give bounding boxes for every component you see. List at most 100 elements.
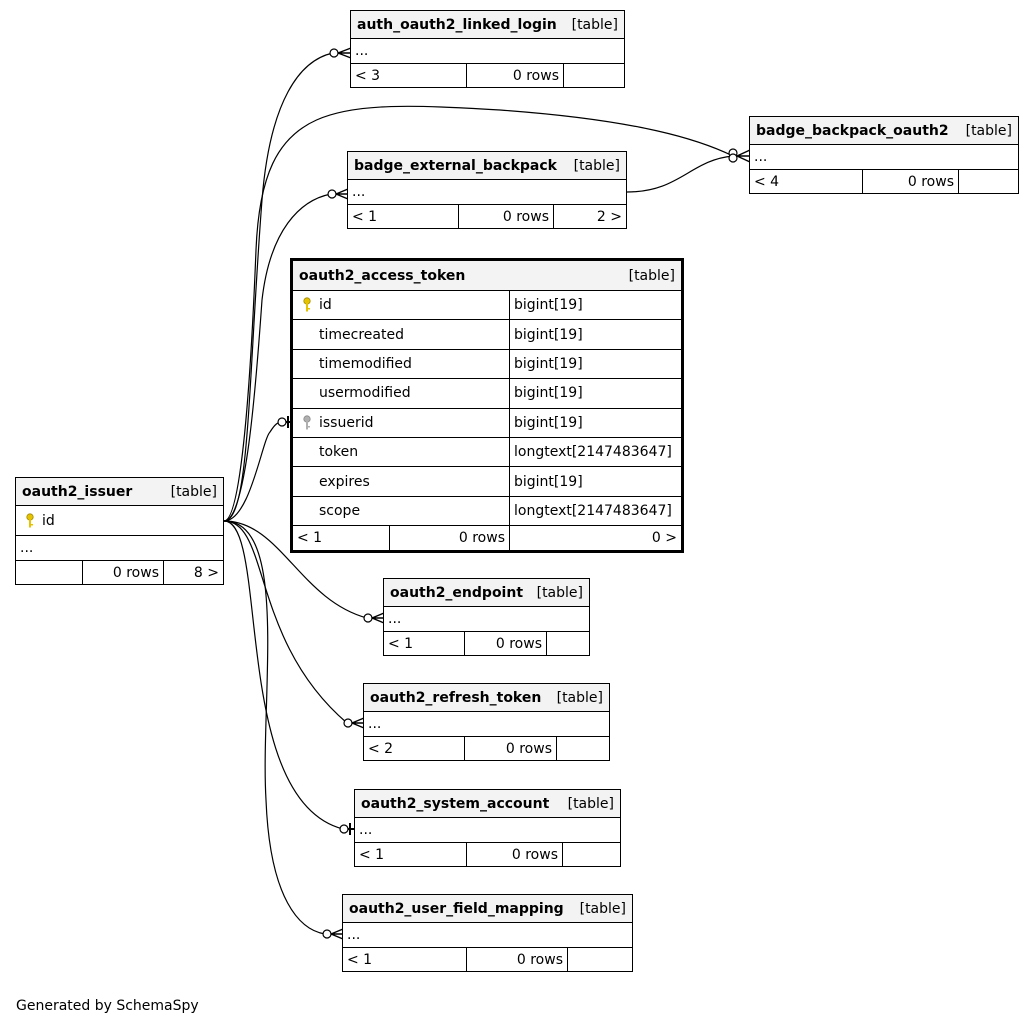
table-header: oauth2_refresh_token [table] bbox=[364, 684, 609, 712]
column-name-cell: timecreated bbox=[293, 320, 510, 349]
parents-count[interactable]: < 1 bbox=[293, 526, 390, 551]
column-name-cell: scope bbox=[293, 496, 510, 526]
optional-circle-access-token bbox=[277, 417, 287, 427]
row-count: 0 rows bbox=[459, 205, 554, 228]
table-kind: [table] bbox=[965, 122, 1012, 139]
edge-issuer-access-token bbox=[223, 421, 283, 522]
one-bar-system-account bbox=[348, 823, 355, 835]
table-oauth2-access-token[interactable]: oauth2_access_token [table] id bigint[19]… bbox=[290, 258, 684, 554]
foreign-key-icon bbox=[299, 415, 315, 431]
ellipsis-row: ... bbox=[355, 818, 620, 843]
column-row-id[interactable]: id bigint[19] bbox=[293, 291, 681, 321]
column-name-cell: timemodified bbox=[293, 349, 510, 379]
column-name-cell: token bbox=[293, 437, 510, 467]
row-count: 0 rows bbox=[465, 737, 557, 760]
table-name[interactable]: oauth2_refresh_token bbox=[370, 689, 542, 706]
table-kind: [table] bbox=[170, 483, 217, 500]
column-name: usermodified bbox=[319, 385, 411, 402]
children-count[interactable] bbox=[959, 170, 1018, 193]
column-row-issuerid[interactable]: issuerid bigint[19] bbox=[293, 408, 681, 438]
table-kind: [table] bbox=[536, 584, 583, 601]
crowfoot-external-backpack bbox=[335, 188, 349, 200]
parents-count[interactable]: < 1 bbox=[355, 843, 467, 866]
row-count: 0 rows bbox=[467, 64, 564, 87]
column-name: expires bbox=[319, 473, 370, 490]
column-name-cell: expires bbox=[293, 467, 510, 496]
pk-row[interactable]: id bbox=[16, 506, 223, 536]
column-name-cell: usermodified bbox=[293, 379, 510, 408]
table-footer: < 1 0 rows bbox=[355, 843, 620, 866]
crowfoot-refresh-token bbox=[351, 717, 365, 729]
column-name-cell: id bbox=[293, 291, 510, 320]
column-type: longtext[2147483647] bbox=[514, 502, 672, 519]
crowfoot-endpoint bbox=[371, 612, 385, 624]
parents-count[interactable]: < 1 bbox=[348, 205, 459, 228]
children-count[interactable] bbox=[557, 737, 609, 760]
crowfoot-linked-login bbox=[337, 47, 352, 59]
children-count[interactable] bbox=[547, 632, 589, 655]
column-name: token bbox=[319, 444, 359, 461]
table-name[interactable]: oauth2_issuer bbox=[22, 483, 133, 500]
table-header: badge_external_backpack [table] bbox=[348, 152, 626, 180]
edge-issuer-field-mapping bbox=[223, 520, 326, 935]
column-name: id bbox=[319, 297, 332, 314]
table-oauth2-system-account[interactable]: oauth2_system_account [table] ... < 1 0 … bbox=[354, 789, 621, 867]
ellipsis-row: ... bbox=[750, 145, 1018, 170]
table-auth-oauth2-linked-login[interactable]: auth_oauth2_linked_login [table] ... < 3… bbox=[350, 10, 625, 88]
table-name[interactable]: oauth2_access_token bbox=[299, 267, 466, 284]
table-footer: < 4 0 rows bbox=[750, 170, 1018, 193]
row-count: 0 rows bbox=[465, 632, 547, 655]
children-count[interactable]: 2 > bbox=[596, 208, 622, 225]
table-header: oauth2_access_token [table] bbox=[293, 261, 681, 291]
table-oauth2-issuer[interactable]: oauth2_issuer [table] id ... 0 rows 8 > bbox=[15, 477, 224, 585]
row-count: 0 rows bbox=[467, 948, 568, 971]
children-count[interactable] bbox=[564, 64, 624, 87]
children-count[interactable]: 0 > bbox=[651, 530, 677, 547]
table-oauth2-user-field-mapping[interactable]: oauth2_user_field_mapping [table] ... < … bbox=[342, 894, 633, 972]
column-name: timemodified bbox=[319, 355, 412, 372]
table-name[interactable]: auth_oauth2_linked_login bbox=[357, 16, 557, 33]
children-count[interactable]: 8 > bbox=[193, 564, 219, 581]
children-count[interactable] bbox=[563, 843, 620, 866]
table-header: badge_backpack_oauth2 [table] bbox=[750, 117, 1018, 145]
edge-issuer-backpack-oauth2 bbox=[223, 105, 734, 522]
parents-count[interactable]: < 1 bbox=[343, 948, 467, 971]
optional-circle-system-account bbox=[339, 824, 349, 834]
table-name[interactable]: oauth2_system_account bbox=[361, 795, 550, 812]
table-kind: [table] bbox=[571, 16, 618, 33]
table-oauth2-refresh-token[interactable]: oauth2_refresh_token [table] ... < 2 0 r… bbox=[363, 683, 610, 761]
ellipsis-row: ... bbox=[384, 607, 589, 632]
parents-count[interactable]: < 4 bbox=[750, 170, 863, 193]
column-name: issuerid bbox=[319, 414, 374, 431]
generator-credit: Generated by SchemaSpy bbox=[16, 998, 199, 1014]
table-name[interactable]: badge_backpack_oauth2 bbox=[756, 122, 949, 139]
table-badge-external-backpack[interactable]: badge_external_backpack [table] ... < 1 … bbox=[347, 151, 627, 229]
table-oauth2-endpoint[interactable]: oauth2_endpoint [table] ... < 1 0 rows bbox=[383, 578, 590, 656]
table-badge-backpack-oauth2[interactable]: badge_backpack_oauth2 [table] ... < 4 0 … bbox=[749, 116, 1019, 194]
parents-count[interactable] bbox=[16, 561, 83, 584]
optional-circle-linked-login bbox=[329, 48, 339, 58]
edge-issuer-system-account bbox=[223, 520, 344, 830]
parents-count[interactable]: < 3 bbox=[351, 64, 467, 87]
column-type: bigint[19] bbox=[514, 414, 583, 431]
table-name[interactable]: badge_external_backpack bbox=[354, 157, 557, 174]
parents-count[interactable]: < 2 bbox=[364, 737, 465, 760]
table-kind: [table] bbox=[567, 795, 614, 812]
table-name[interactable]: oauth2_endpoint bbox=[390, 584, 524, 601]
column-row-timemodified[interactable]: timemodified bigint[19] bbox=[293, 349, 681, 380]
parents-count[interactable]: < 1 bbox=[384, 632, 465, 655]
table-name[interactable]: oauth2_user_field_mapping bbox=[349, 900, 564, 917]
row-count: 0 rows bbox=[863, 170, 959, 193]
children-count[interactable] bbox=[568, 948, 632, 971]
optional-circle-backpack-oauth2-b bbox=[728, 153, 738, 163]
column-type: bigint[19] bbox=[514, 297, 583, 314]
table-footer: < 1 0 rows 2 > bbox=[348, 205, 626, 228]
edge-issuer-endpoint bbox=[223, 520, 368, 619]
column-type: bigint[19] bbox=[514, 355, 583, 372]
